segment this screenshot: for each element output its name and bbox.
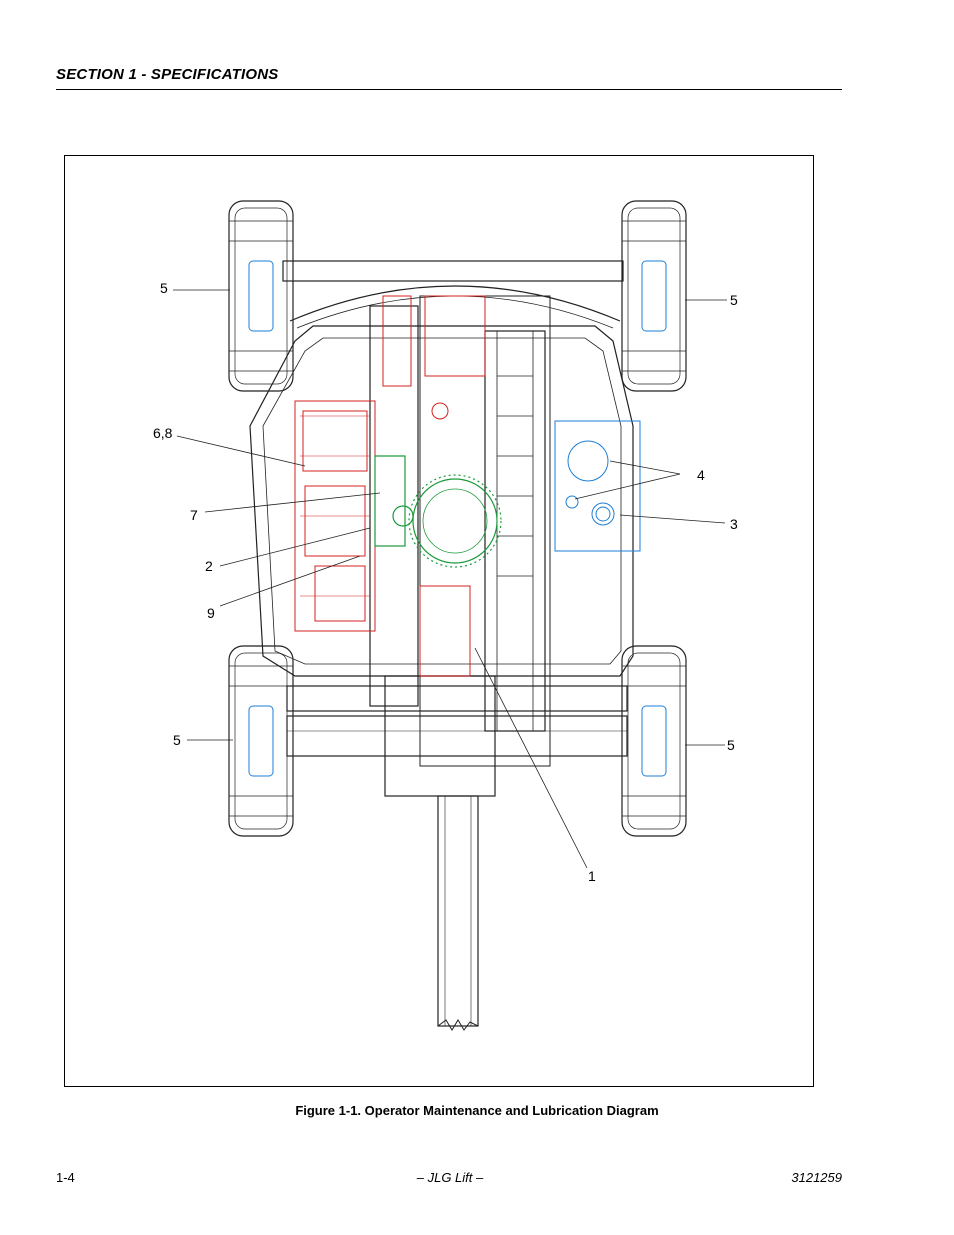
figure-caption: Figure 1-1. Operator Maintenance and Lub… bbox=[295, 1103, 659, 1118]
tire-front-left bbox=[228, 200, 294, 392]
callout-6-8: 6,8 bbox=[153, 425, 173, 441]
tire-rear-right bbox=[621, 645, 687, 837]
hub-rear-right bbox=[641, 705, 667, 777]
tire-front-right bbox=[621, 200, 687, 392]
swing-bearing bbox=[412, 478, 498, 564]
boom-arm bbox=[437, 795, 479, 1027]
header-rule bbox=[56, 89, 842, 90]
callout-3: 3 bbox=[730, 516, 738, 532]
section-title: SECTION 1 - SPECIFICATIONS bbox=[56, 66, 279, 83]
leader-2 bbox=[219, 527, 371, 567]
callout-5-bottom-right: 5 bbox=[727, 737, 735, 753]
leader-4a bbox=[609, 460, 681, 475]
hub-front-left bbox=[248, 260, 274, 332]
callout-5-top-left: 5 bbox=[160, 280, 168, 296]
tire-rear-left bbox=[228, 645, 294, 837]
callout-4: 4 bbox=[697, 467, 705, 483]
hub-front-right bbox=[641, 260, 667, 332]
callout-5-bottom-left: 5 bbox=[173, 732, 181, 748]
chassis-body bbox=[249, 325, 634, 677]
machine-diagram bbox=[173, 200, 727, 1031]
leader-3 bbox=[619, 514, 726, 524]
doc-number: 3121259 bbox=[791, 1170, 842, 1185]
callout-1: 1 bbox=[588, 868, 596, 884]
callout-2: 2 bbox=[205, 558, 213, 574]
page-number: 1-4 bbox=[56, 1170, 75, 1185]
leader-6-8 bbox=[176, 435, 306, 467]
hub-rear-left bbox=[248, 705, 274, 777]
callout-9: 9 bbox=[207, 605, 215, 621]
figure-frame: 5 5 6,8 4 7 3 2 9 5 5 1 bbox=[64, 155, 814, 1087]
boom-base bbox=[384, 675, 496, 797]
callout-7: 7 bbox=[190, 507, 198, 523]
leader-4b bbox=[574, 473, 681, 500]
callout-5-top-right: 5 bbox=[730, 292, 738, 308]
leader-7 bbox=[204, 492, 381, 513]
leader-1 bbox=[474, 647, 588, 869]
leader-9 bbox=[219, 555, 361, 607]
hydraulic-tank bbox=[554, 420, 641, 552]
footer-center: – JLG Lift – bbox=[416, 1170, 484, 1185]
